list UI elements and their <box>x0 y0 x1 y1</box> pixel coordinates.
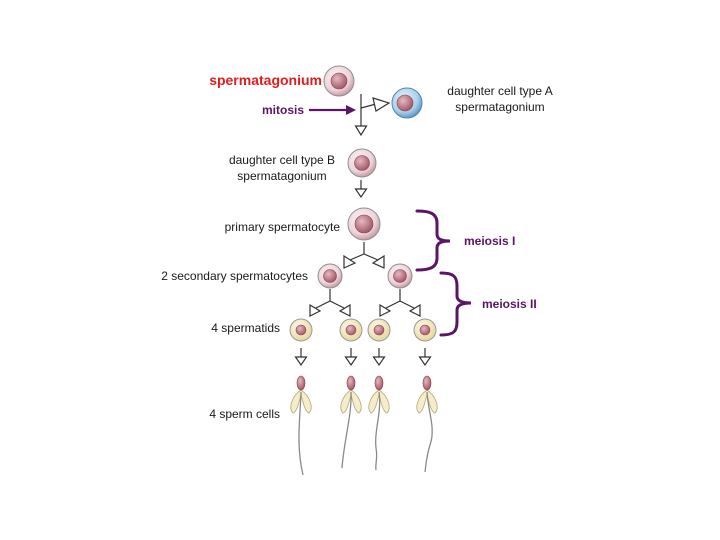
daughter-a-label-line1: daughter cell type A <box>447 84 553 98</box>
daughter-b-label-line1: daughter cell type B <box>228 153 336 167</box>
sperm-cell-3 <box>368 375 390 471</box>
meiosis-2-label: meiosis II <box>482 297 537 311</box>
cell-primary-spermatocyte <box>347 207 381 241</box>
spermatagonium-label: spermatagonium <box>209 72 322 88</box>
arrows <box>294 94 432 366</box>
primary-spermatocyte-label: primary spermatocyte <box>224 220 340 234</box>
sperm-cell-2 <box>340 375 362 469</box>
arrow-spermatid-4 <box>418 347 432 366</box>
mitosis-pointer-arrow <box>309 105 356 115</box>
secondary-spermatocytes-label: 2 secondary spermatocytes <box>161 269 308 283</box>
cell-daughter-a <box>391 87 423 119</box>
spermatids-label: 4 spermatids <box>211 321 280 335</box>
meiosis-1-label: meiosis I <box>464 234 516 248</box>
daughter-b-label-line2: spermatagonium <box>237 169 327 183</box>
arrow-meiosis2-right-split <box>379 289 421 317</box>
sperm-cell-1 <box>290 375 312 476</box>
arrow-spermatid-3 <box>372 347 386 366</box>
mitosis-label: mitosis <box>261 103 304 117</box>
arrow-meiosis1-split <box>343 242 385 269</box>
cell-spermatid-1 <box>289 318 313 342</box>
arrow-spermatid-1 <box>294 347 308 366</box>
arrow-mitosis-split <box>354 94 391 137</box>
meiosis-2-brace-icon <box>439 271 472 337</box>
arrow-spermatid-2 <box>344 347 358 366</box>
sperm-cells-label: 4 sperm cells <box>209 407 280 421</box>
arrow-meiosis2-left-split <box>309 289 351 317</box>
cell-spermatid-3 <box>367 318 391 342</box>
cell-daughter-b <box>347 148 377 178</box>
cell-secondary-spermatocyte-left <box>317 263 343 289</box>
cell-spermatid-2 <box>339 318 363 342</box>
meiosis-1-brace-icon <box>415 209 451 272</box>
cell-secondary-spermatocyte-right <box>387 263 413 289</box>
sperm-cell-4 <box>416 375 438 473</box>
cell-spermatid-4 <box>413 318 437 342</box>
daughter-a-label-line2: spermatagonium <box>455 100 545 114</box>
cell-spermatagonium <box>323 65 355 97</box>
